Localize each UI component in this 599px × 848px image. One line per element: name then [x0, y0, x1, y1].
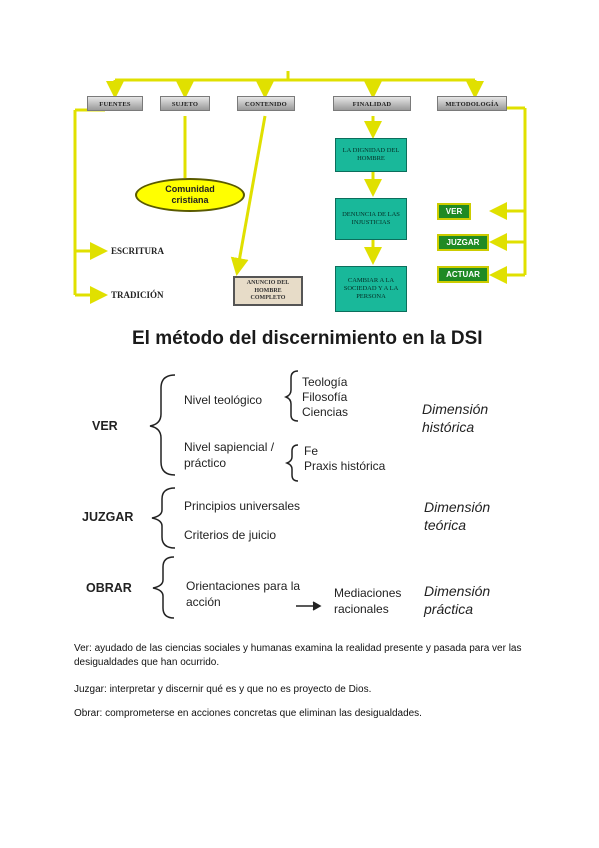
- dimension-practica: Dimensión práctica: [424, 583, 491, 617]
- ellipse-comunidad-cristiana: Comunidad cristiana: [135, 178, 245, 212]
- box-actuar: ACTUAR: [437, 266, 489, 283]
- paragraph-juzgar: Juzgar: interpretar y discernir qué es y…: [74, 684, 372, 695]
- label-ver: VER: [92, 419, 118, 433]
- box-denuncia-injusticias: DENUNCIA DE LAS INJUSTICIAS: [335, 198, 407, 240]
- item-ciencias: Ciencias: [302, 405, 349, 419]
- item-criterios-juicio: Criterios de juicio: [184, 528, 277, 542]
- branch-tradicion: TRADICIÓN: [111, 290, 164, 300]
- box-cambiar-sociedad: CAMBIAR A LA SOCIEDAD Y A LA PERSONA: [335, 266, 407, 312]
- box-ver: VER: [437, 203, 471, 220]
- label-obrar: OBRAR: [86, 581, 132, 595]
- item-fe: Fe: [304, 444, 319, 458]
- branch-escritura: ESCRITURA: [111, 246, 165, 256]
- method-braces: [149, 370, 322, 619]
- nivel-sapiencial: Nivel sapiencial / práctico: [184, 440, 275, 470]
- item-filosofia: Filosofía: [302, 390, 348, 404]
- box-anuncio-hombre-completo: ANUNCIO DEL HOMBRE COMPLETO: [233, 276, 303, 306]
- header-sujeto: SUJETO: [160, 96, 210, 111]
- dimension-historica: Dimensión histórica: [422, 401, 489, 435]
- paragraph-obrar: Obrar: comprometerse en acciones concret…: [74, 708, 422, 719]
- method-title: El método del discernimiento en la DSI: [132, 328, 483, 349]
- box-dignidad-hombre: LA DIGNIDAD DEL HOMBRE: [335, 138, 407, 172]
- header-finalidad: FINALIDAD: [333, 96, 411, 111]
- dimension-teorica: Dimensión teórica: [424, 499, 491, 533]
- mediaciones-racionales: Mediaciones racionales: [334, 586, 402, 616]
- item-praxis-historica: Praxis histórica: [304, 459, 386, 473]
- box-juzgar: JUZGAR: [437, 234, 489, 251]
- header-metodologia: METODOLOGÍA: [437, 96, 507, 111]
- top-diagram: FUENTES SUJETO CONTENIDO FINALIDAD METOD…: [65, 68, 535, 313]
- ellipse-label: Comunidad cristiana: [165, 184, 215, 205]
- nivel-teologico: Nivel teológico: [184, 393, 263, 407]
- item-principios-universales: Principios universales: [184, 499, 301, 513]
- header-fuentes: FUENTES: [87, 96, 143, 111]
- item-teologia: Teología: [302, 375, 348, 389]
- connector-lines: [73, 71, 527, 304]
- paragraph-ver: Ver: ayudado de las ciencias sociales y …: [74, 643, 522, 668]
- header-contenido: CONTENIDO: [237, 96, 295, 111]
- orientaciones-accion: Orientaciones para la acción: [186, 579, 301, 609]
- label-juzgar: JUZGAR: [82, 510, 134, 524]
